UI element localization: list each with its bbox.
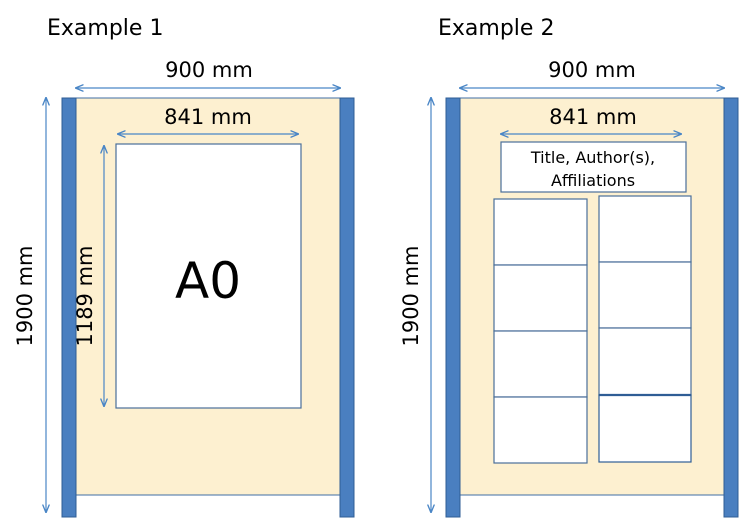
left-panel-2: [493, 264, 588, 332]
left-panel-3: [493, 330, 588, 398]
example-2-title: Example 2: [438, 16, 554, 41]
example-2-header-line-2: Affiliations: [551, 171, 635, 190]
example-1-poster-width-label: 841 mm: [164, 105, 252, 129]
right-panel-2: [598, 261, 692, 329]
example-1-a0-label: A0: [175, 252, 241, 310]
example-2-left-column: [493, 198, 588, 464]
right-panel-4: [598, 394, 692, 463]
example-1-poster-height-label: 1189 mm: [73, 245, 97, 346]
example-2: Example 2 900 mm 1900 mm 841 mm Title, A…: [399, 16, 739, 518]
example-2-right-column: [598, 195, 692, 463]
left-panel-1: [493, 198, 588, 266]
example-2-board-width-label: 900 mm: [548, 58, 636, 82]
example-1: Example 1 900 mm 1900 mm 841 mm 1189 mm …: [13, 16, 355, 518]
right-panel-3: [598, 327, 692, 396]
example-1-left-post: [61, 97, 77, 518]
example-1-board-height-label: 1900 mm: [13, 245, 37, 346]
left-panel-4: [493, 396, 588, 464]
example-2-right-post: [723, 97, 739, 518]
example-1-title: Example 1: [47, 16, 163, 41]
example-1-right-post: [339, 97, 355, 518]
example-2-header-line-1: Title, Author(s),: [530, 148, 655, 167]
example-2-board-height-label: 1900 mm: [399, 245, 423, 346]
example-1-a0-poster: [115, 143, 302, 409]
right-panel-1: [598, 195, 692, 263]
example-2-left-post: [445, 97, 461, 518]
example-1-board-width-label: 900 mm: [165, 58, 253, 82]
example-2-header-box: [500, 141, 687, 193]
example-2-poster-width-label: 841 mm: [549, 105, 637, 129]
